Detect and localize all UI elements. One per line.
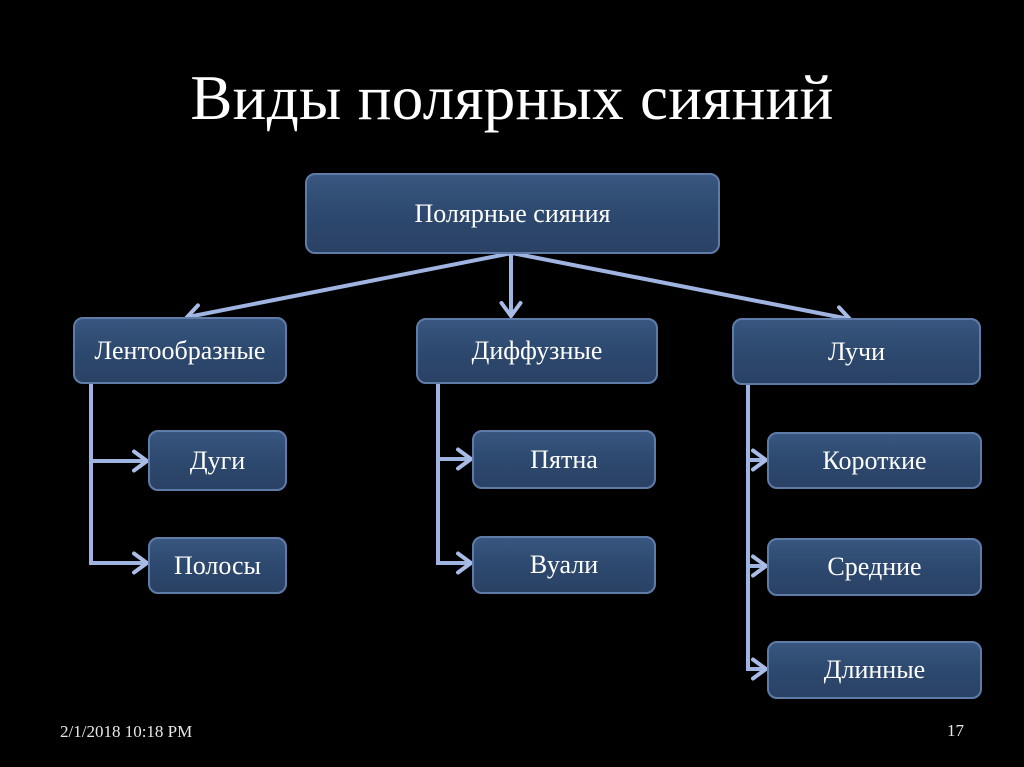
node-ribbon-shaped-label: Лентообразные xyxy=(94,335,266,365)
node-arcs: Дуги xyxy=(148,430,287,491)
edge-root-to-rays xyxy=(511,251,854,329)
node-arcs-label: Дуги xyxy=(189,445,246,475)
node-veils-label: Вуали xyxy=(529,550,599,579)
node-diffuse-label: Диффузные xyxy=(471,336,603,365)
node-polar-auroras: Полярные сияния xyxy=(305,173,720,254)
page-number: 17 xyxy=(947,721,964,740)
slide-title: Виды полярных сияний xyxy=(190,63,834,133)
node-spots: Пятна xyxy=(472,430,656,489)
node-long: Длинные xyxy=(767,641,982,699)
node-medium-label: Средние xyxy=(827,552,922,581)
node-bands-label: Полосы xyxy=(173,550,262,580)
node-diffuse: Диффузные xyxy=(416,318,658,384)
node-bands: Полосы xyxy=(148,537,287,594)
node-medium: Средние xyxy=(767,538,982,596)
node-ribbon-shaped: Лентообразные xyxy=(73,317,287,384)
node-short: Короткие xyxy=(767,432,982,489)
node-short-label: Короткие xyxy=(822,445,927,475)
footer-datetime: 2/1/2018 10:18 PM xyxy=(60,722,193,741)
node-spots-label: Пятна xyxy=(530,444,598,474)
node-rays: Лучи xyxy=(732,318,981,385)
node-polar-auroras-label: Полярные сияния xyxy=(414,198,611,228)
node-rays-label: Лучи xyxy=(828,336,885,366)
edge-root-to-ribbon xyxy=(183,251,513,326)
node-veils: Вуали xyxy=(472,536,656,594)
node-long-label: Длинные xyxy=(823,655,926,684)
